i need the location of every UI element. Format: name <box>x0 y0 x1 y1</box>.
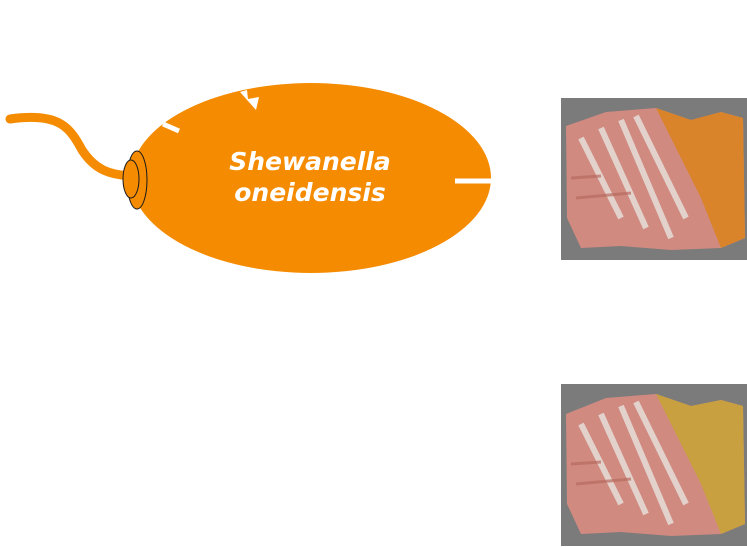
organism-name-label: Shewanella oneidensis <box>190 146 430 208</box>
flagellum <box>5 112 137 181</box>
flagellar-motor-icon <box>122 150 148 210</box>
organism-name-line-2: oneidensis <box>234 178 386 207</box>
mineral-rock-image-1 <box>561 98 747 260</box>
bacterium-cell-body <box>131 83 491 273</box>
mineral-rock-image-2 <box>561 384 747 546</box>
arrow-down-icon <box>240 90 259 110</box>
surface-mark-top-left <box>161 121 181 134</box>
organism-name-line-1: Shewanella <box>229 147 391 176</box>
